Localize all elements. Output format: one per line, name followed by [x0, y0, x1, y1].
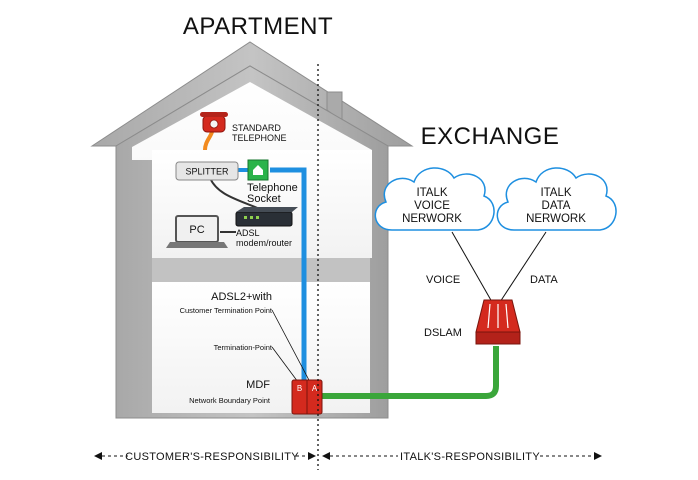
voice-link-label: VOICE — [426, 274, 460, 286]
cloud-voice-line-2: VOICE — [414, 200, 450, 212]
dslam — [475, 299, 521, 345]
telephone-label-2: TELEPHONE — [232, 133, 287, 143]
cloud-data-line-2: DATA — [542, 200, 571, 212]
dslam-label: DSLAM — [424, 327, 462, 339]
telephone-socket — [247, 159, 269, 181]
responsibility-bar: CUSTOMER'S-RESPONSIBILITY ITALK'S-RESPON… — [94, 451, 602, 463]
cables — [203, 131, 499, 399]
pointer-ctp — [271, 309, 311, 383]
mdf-b-label: B — [297, 384, 302, 393]
orange-cord — [203, 131, 214, 151]
adsl-modem-router — [235, 207, 298, 227]
cloud-data-line-3: NERWORK — [526, 213, 586, 225]
socket-label-2: Socket — [247, 193, 281, 205]
network-boundary-point-label: Network Boundary Point — [189, 396, 271, 405]
exchange-title: EXCHANGE — [421, 123, 560, 150]
modem-label-2: modem/router — [236, 238, 292, 248]
cloud-voice-shape — [374, 167, 495, 231]
italk-responsibility-label: ITALK'S-RESPONSIBILITY — [400, 451, 540, 463]
splitter-label: SPLITTER — [185, 167, 229, 177]
pc: PC — [166, 215, 228, 248]
dslam-links — [451, 231, 547, 303]
standard-telephone — [200, 112, 228, 133]
customer-responsibility-label: CUSTOMER'S-RESPONSIBILITY — [125, 451, 299, 463]
mdf-box: B A — [291, 379, 323, 415]
pointer-tp — [271, 346, 299, 383]
green-line — [318, 346, 499, 399]
cloud-voice-line-3: NERWORK — [402, 213, 462, 225]
cloud-data-shape — [496, 167, 617, 231]
data-link-line — [499, 231, 547, 303]
customer-arrow-head-right — [308, 452, 316, 460]
voice-link-line — [451, 231, 493, 303]
pc-base — [166, 242, 228, 248]
telephone-label-1: STANDARD — [232, 123, 281, 133]
termination-point-label: Termination-Point — [214, 343, 273, 352]
customer-arrow-head-left — [94, 452, 102, 460]
mdf-a-label: A — [312, 384, 318, 393]
pointer-lines — [271, 309, 311, 383]
modem-label-1: ADSL — [236, 228, 260, 238]
customer-termination-point-label: Customer Termination Point — [180, 306, 273, 315]
italk-arrow-head-right — [594, 452, 602, 460]
apartment-title: APARTMENT — [183, 13, 333, 40]
house — [90, 41, 414, 419]
cloud-data-network: ITALK DATA NERWORK — [496, 167, 617, 231]
cloud-voice-line-1: ITALK — [416, 187, 447, 199]
cloud-voice-network: ITALK VOICE NERWORK — [374, 167, 495, 231]
pc-label: PC — [189, 224, 204, 236]
socket-label-1: Telephone — [247, 182, 298, 194]
splitter: SPLITTER — [175, 161, 239, 181]
mdf-label: MDF — [246, 379, 270, 391]
data-link-label: DATA — [530, 274, 558, 286]
splitter-box — [175, 161, 239, 181]
adsl2-label: ADSL2+with — [211, 291, 272, 303]
cloud-data-line-1: ITALK — [540, 187, 571, 199]
lower-room — [152, 282, 370, 413]
floor-slab — [152, 258, 370, 282]
